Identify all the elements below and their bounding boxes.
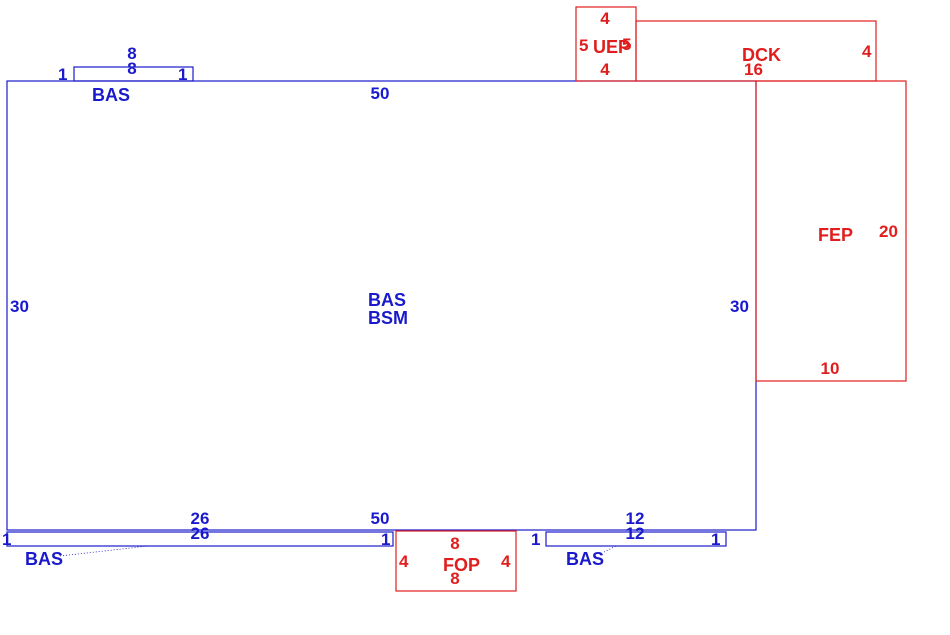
main-right-dimension: 30	[730, 297, 749, 316]
main-name-1: BAS	[368, 290, 406, 310]
bas-top-left-dimension: 1	[58, 65, 67, 84]
uep-right-dimension: 5	[622, 35, 631, 54]
bas-bottom-left-length-b: 26	[191, 524, 210, 543]
main-bottom-dimension: 50	[371, 509, 390, 528]
bas-bottom-left-right-dimension: 1	[381, 530, 390, 549]
bas-bottom-right-length-b: 12	[626, 524, 645, 543]
uep-bottom-dimension: 4	[600, 60, 610, 79]
fop-top-dimension: 8	[450, 534, 459, 553]
main-left-dimension: 30	[10, 297, 29, 316]
fop-left-dimension: 4	[399, 552, 409, 571]
fop-name: FOP	[443, 555, 480, 575]
uep-name: UEP	[593, 37, 630, 57]
fep-outline[interactable]	[755, 80, 907, 382]
bas-bottom-left-name: BAS	[25, 549, 63, 569]
uep-top-dimension: 4	[600, 9, 610, 28]
bas-bottom-left-leader	[59, 545, 149, 557]
main-name-2: BSM	[368, 308, 408, 328]
bas-top-length-b: 8	[127, 59, 136, 78]
fep-name: FEP	[818, 225, 853, 245]
bas-bottom-right-outline[interactable]	[545, 531, 727, 547]
fop-right-dimension: 4	[501, 552, 511, 571]
fep-right-dimension: 20	[879, 222, 898, 241]
fop-bottom-dimension: 8	[450, 569, 459, 588]
uep-left-dimension: 5	[579, 36, 588, 55]
main-top-dimension: 50	[371, 84, 390, 103]
bas-bottom-right-right-dimension: 1	[711, 530, 720, 549]
bas-bottom-left-length-a: 26	[191, 509, 210, 528]
bas-bottom-right-name: BAS	[566, 549, 604, 569]
bas-bottom-right-left-dimension: 1	[531, 530, 540, 549]
dck-name: DCK	[742, 45, 781, 65]
bas-bottom-right-leader	[603, 545, 617, 553]
fep-bottom-dimension: 10	[821, 359, 840, 378]
dck-right-dimension: 4	[862, 42, 872, 61]
bas-bottom-left-left-dimension: 1	[2, 530, 11, 549]
bas-top-name: BAS	[92, 85, 130, 105]
bas-top-right-dimension: 1	[178, 65, 187, 84]
bas-bottom-right-length-a: 12	[626, 509, 645, 528]
bas-top-length-a: 8	[127, 44, 136, 63]
bas-top-outline[interactable]	[73, 66, 194, 82]
fop-outline[interactable]	[395, 530, 517, 592]
dck-bottom-dimension: 16	[744, 60, 763, 79]
bas-bottom-left-outline[interactable]	[6, 531, 394, 547]
